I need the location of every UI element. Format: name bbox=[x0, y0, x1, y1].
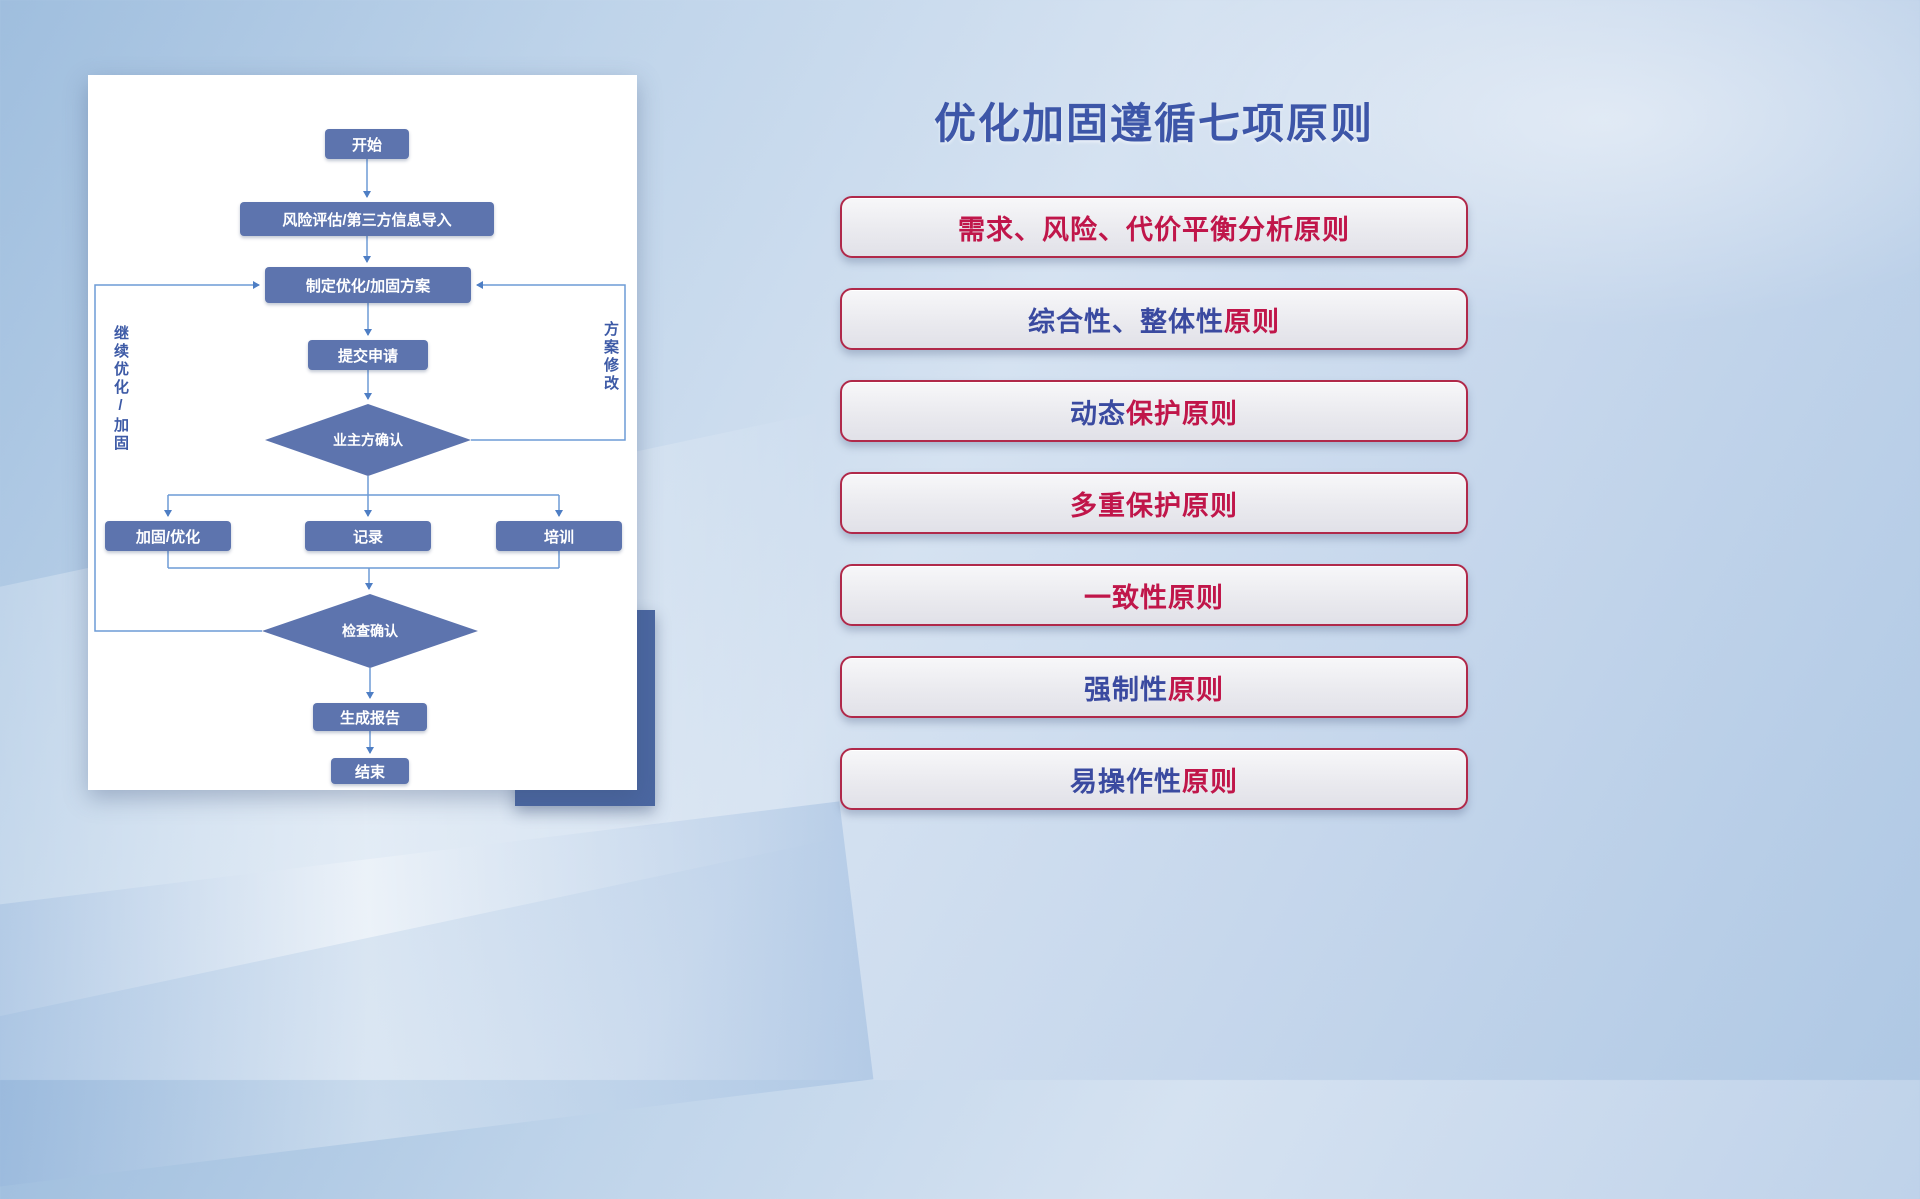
left-loop-connector bbox=[94, 281, 262, 632]
principle-text-segment: 需求、风险、代价平衡分析原则 bbox=[958, 214, 1350, 245]
flow-node-record: 记录 bbox=[305, 521, 431, 551]
principle-box-2: 综合性、整体性原则 bbox=[840, 288, 1468, 350]
principle-text-segment: 原则 bbox=[1168, 674, 1224, 705]
principle-text-segment: 易操作性 bbox=[1070, 766, 1182, 797]
decision-check-confirm-shape bbox=[262, 594, 478, 668]
principle-text-segment: 原则 bbox=[1182, 766, 1238, 797]
background-streak-blue bbox=[0, 801, 874, 1199]
principle-text-segment: 动态 bbox=[1070, 398, 1126, 429]
flow-decision-check-confirm-label: 检查确认 bbox=[342, 623, 398, 639]
principle-box-1: 需求、风险、代价平衡分析原则 bbox=[840, 196, 1468, 258]
flow-node-report: 生成报告 bbox=[313, 703, 427, 731]
principles-list: 需求、风险、代价平衡分析原则 综合性、整体性原则 动态保护原则 多重保护原则 一… bbox=[840, 196, 1468, 840]
flow-node-train: 培训 bbox=[496, 521, 622, 551]
flow-node-make-plan: 制定优化/加固方案 bbox=[265, 267, 471, 303]
flow-node-start: 开始 bbox=[325, 129, 409, 159]
principle-box-5: 一致性原则 bbox=[840, 564, 1468, 626]
right-loop-connector bbox=[471, 281, 626, 441]
principle-text-segment: 一致性原则 bbox=[1084, 582, 1224, 613]
principle-text-segment: 综合性、整体性 bbox=[1028, 306, 1224, 337]
principle-box-7: 易操作性原则 bbox=[840, 748, 1468, 810]
flow-node-risk-import: 风险评估/第三方信息导入 bbox=[240, 202, 494, 236]
principle-text-segment: 强制性 bbox=[1084, 674, 1168, 705]
flow-node-end: 结束 bbox=[331, 758, 409, 784]
principle-box-4: 多重保护原则 bbox=[840, 472, 1468, 534]
flow-node-submit: 提交申请 bbox=[308, 340, 428, 370]
principle-box-3: 动态保护原则 bbox=[840, 380, 1468, 442]
principle-box-6: 强制性原则 bbox=[840, 656, 1468, 718]
principle-text-segment: 保护原则 bbox=[1126, 398, 1238, 429]
flow-node-harden: 加固/优化 bbox=[105, 521, 231, 551]
principle-text-segment: 原则 bbox=[1224, 306, 1280, 337]
decision-owner-confirm-shape bbox=[265, 404, 471, 476]
flowchart-connectors bbox=[94, 159, 626, 754]
flowchart-card: 开始 风险评估/第三方信息导入 制定优化/加固方案 提交申请 业主方确认 加固/… bbox=[88, 75, 637, 790]
flow-decision-owner-confirm-label: 业主方确认 bbox=[333, 432, 403, 448]
principle-text-segment: 多重保护原则 bbox=[1070, 490, 1238, 521]
page-title: 优化加固遵循七项原则 bbox=[933, 100, 1374, 147]
flow-label-plan-revise: 方案修改 bbox=[602, 321, 619, 393]
flow-label-continue-optimize: 继续优化/加固 bbox=[112, 325, 129, 453]
